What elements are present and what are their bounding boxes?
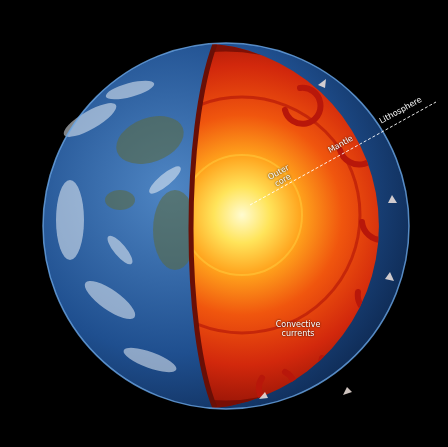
atmosphere-rim xyxy=(43,43,409,409)
layer-label: Convective currents xyxy=(272,321,324,339)
cut-rim xyxy=(191,44,215,408)
convection-arrows xyxy=(259,79,397,399)
globe xyxy=(43,43,409,409)
land xyxy=(105,107,197,270)
leader-line xyxy=(250,102,436,205)
convection-cells xyxy=(259,88,402,406)
layer-rings xyxy=(48,48,404,404)
